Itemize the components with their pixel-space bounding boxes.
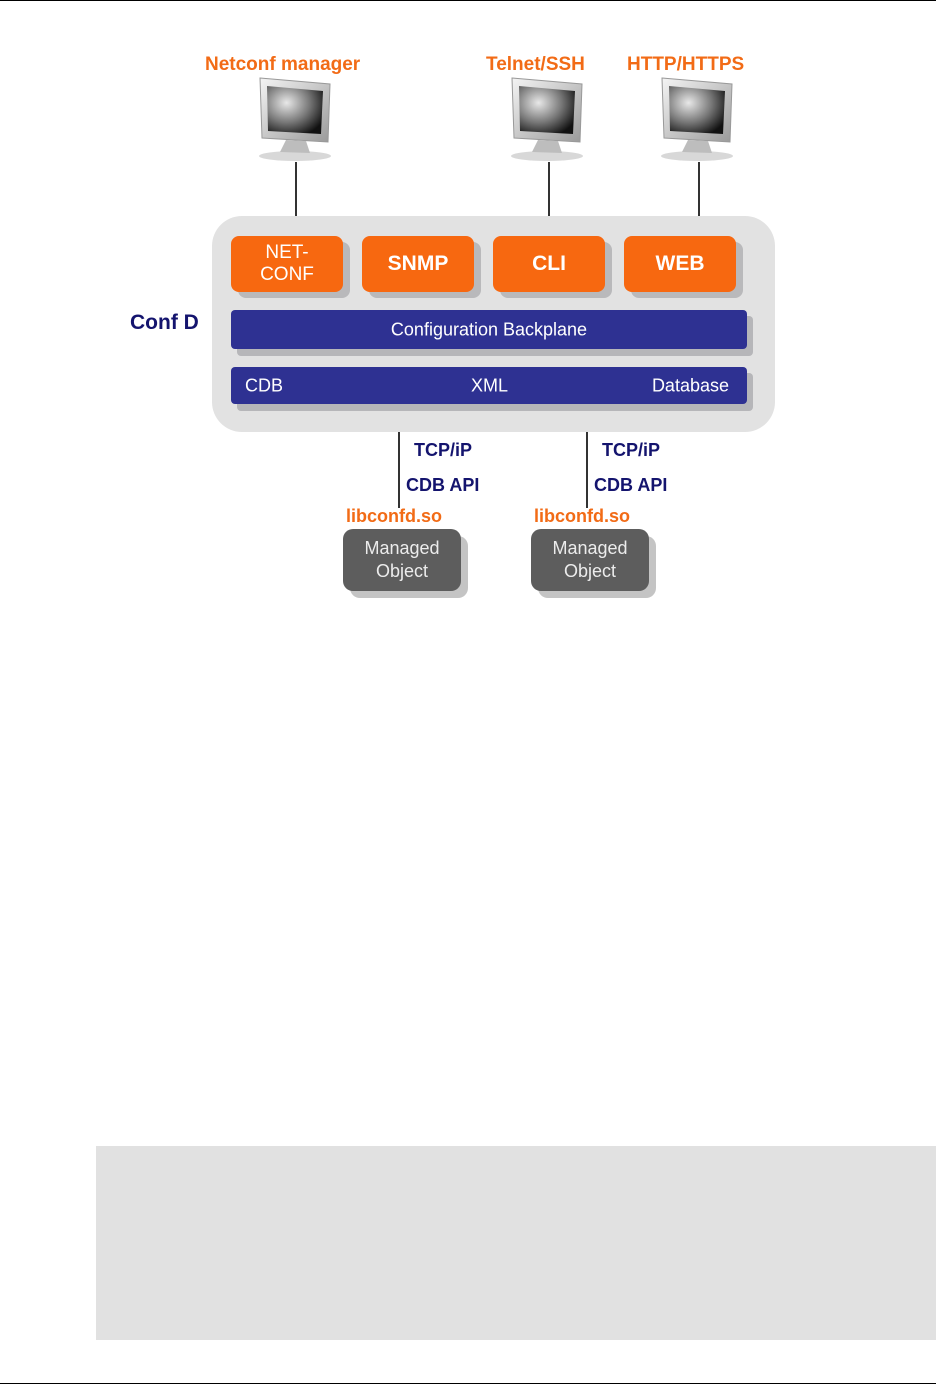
client-label-netconf-manager: Netconf manager: [205, 54, 361, 75]
monitor-icon: [511, 77, 583, 161]
monitor-icon: [259, 77, 331, 161]
protocol-box-snmp: SNMP: [362, 236, 474, 292]
library-label: libconfd.so: [534, 506, 630, 526]
protocol-label: NET- CONF: [260, 242, 314, 285]
code-block-area: [96, 1146, 936, 1340]
connector-line: [698, 162, 700, 222]
protocol-box-netconf: NET- CONF: [231, 236, 343, 292]
database-bar-xml: XML: [471, 375, 509, 395]
protocol-label: SNMP: [387, 252, 449, 275]
database-bar-cdb: CDB: [245, 375, 284, 395]
link-protocol-label: TCP/iP: [414, 440, 473, 460]
client-label-http-https: HTTP/HTTPS: [627, 54, 745, 75]
client-label-telnet-ssh: Telnet/SSH: [486, 54, 585, 75]
library-label: libconfd.so: [346, 506, 442, 526]
configuration-backplane-bar: Configuration Backplane: [231, 310, 747, 349]
confd-label: Conf D: [130, 311, 199, 334]
backplane-label: Configuration Backplane: [390, 319, 588, 339]
protocol-label: CLI: [532, 252, 566, 275]
protocol-box-cli: CLI: [493, 236, 605, 292]
protocol-label: WEB: [655, 252, 705, 275]
protocol-box-web: WEB: [624, 236, 736, 292]
link-api-label: CDB API: [594, 475, 668, 495]
database-bar-database: Database: [651, 375, 729, 395]
connector-line: [586, 432, 588, 508]
connector-line: [398, 432, 400, 508]
link-api-label: CDB API: [406, 475, 480, 495]
managed-object-label: Managed Object: [364, 538, 440, 581]
managed-object-box: Managed Object: [343, 529, 461, 591]
top-rule: [0, 0, 936, 1]
managed-object-box: Managed Object: [531, 529, 649, 591]
connector-line: [548, 162, 550, 222]
link-protocol-label: TCP/iP: [602, 440, 661, 460]
connector-line: [295, 162, 297, 222]
database-bar: CDB XML Database: [231, 367, 747, 404]
monitor-icon: [661, 77, 733, 161]
managed-object-label: Managed Object: [552, 538, 628, 581]
